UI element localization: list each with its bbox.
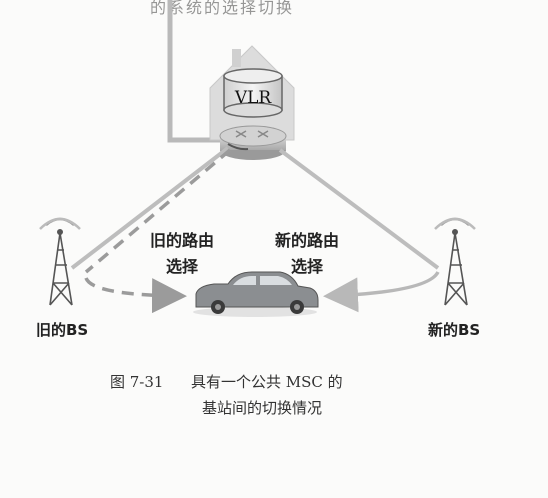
old-route-label-line1: 旧的路由 — [150, 231, 215, 250]
new-route-path — [323, 271, 440, 313]
vlr-database-icon: VLR — [223, 68, 283, 118]
old-route-label-line2: 选择 — [166, 257, 199, 276]
top-cut-text: 的系统的选择切换 — [150, 0, 295, 17]
caption-line2: 基站间的切换情况 — [202, 399, 323, 417]
car-icon — [193, 271, 319, 317]
new-route-label-line2: 选择 — [291, 257, 324, 276]
new-bs-tower-icon — [434, 217, 476, 306]
new-route-label-line1: 新的路由 — [275, 231, 340, 250]
caption-line1: 具有一个公共 MSC 的 — [191, 373, 343, 391]
old-route-path — [84, 148, 232, 314]
old-bs-label: 旧的BS — [36, 321, 89, 339]
figure-caption: 图 7-31 具有一个公共 MSC 的 — [110, 370, 343, 394]
msc-switch-icon — [219, 125, 287, 160]
figure-number: 图 7-31 — [110, 373, 164, 391]
old-route-label: 旧的路由 选择 — [150, 228, 214, 280]
link-msc-new-bs — [278, 148, 440, 270]
link-msc-old-bs — [70, 146, 230, 270]
vlr-label: VLR — [234, 88, 273, 108]
old-bs-tower-icon — [39, 217, 81, 306]
upstream-link — [167, 0, 222, 143]
new-bs-label: 新的BS — [428, 321, 481, 339]
new-route-label: 新的路由 选择 — [275, 228, 339, 280]
